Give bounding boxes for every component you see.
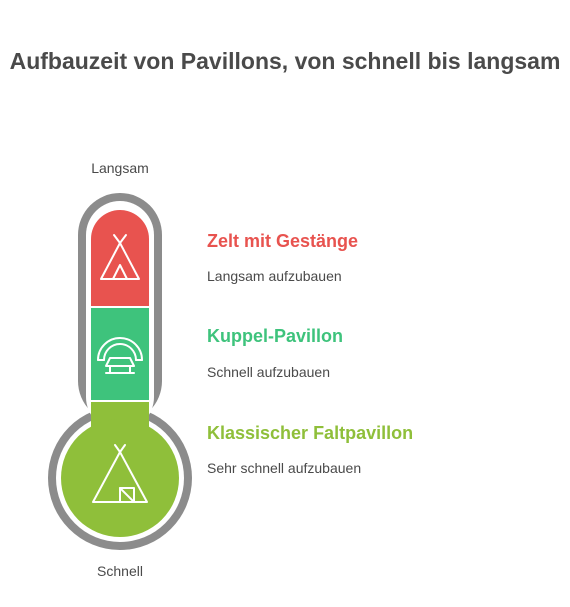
level-desc-fast: Sehr schnell aufzubauen [207, 460, 362, 476]
tent-poles-icon [100, 234, 140, 280]
dome-pavilion-icon [97, 337, 143, 374]
level-title-fast: Klassischer Faltpavillon [207, 423, 414, 443]
diagram-title: Aufbauzeit von Pavillons, von schnell bi… [9, 48, 561, 74]
folding-tent-icon [92, 444, 148, 503]
scale-bottom-label: Schnell [97, 563, 143, 579]
level-desc-medium: Schnell aufzubauen [207, 364, 330, 380]
segment-medium [91, 308, 149, 400]
segment-slow [91, 210, 149, 306]
scale-top-label: Langsam [91, 160, 149, 176]
level-title-medium: Kuppel-Pavillon [207, 326, 344, 346]
level-title-slow: Zelt mit Gestänge [207, 231, 359, 251]
level-desc-slow: Langsam aufzubauen [207, 268, 342, 284]
segment-fast [61, 402, 179, 537]
